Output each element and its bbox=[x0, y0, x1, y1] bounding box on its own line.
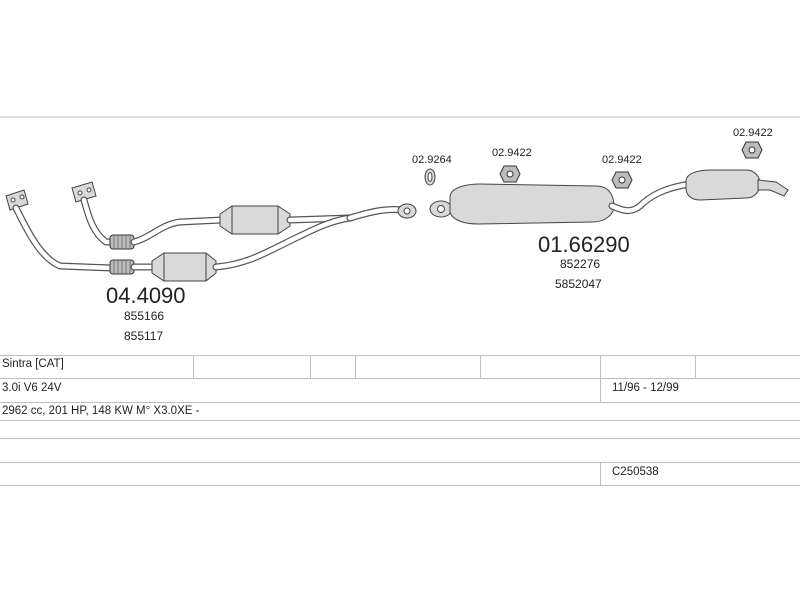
gasket-02-9264[interactable] bbox=[424, 168, 436, 186]
front-pipe-assembly[interactable] bbox=[5, 181, 417, 282]
rear-muffler bbox=[685, 169, 761, 201]
rear-section-oe-number-1: 852276 bbox=[560, 257, 600, 271]
catalytic-converter-upper bbox=[219, 205, 291, 235]
hanger-02-9422-b[interactable] bbox=[611, 171, 633, 189]
kit-code: C250538 bbox=[612, 466, 659, 478]
front-outlet-flange bbox=[397, 203, 417, 219]
rear-section-assembly[interactable] bbox=[429, 169, 789, 225]
hanger-02-9422-a[interactable] bbox=[499, 165, 521, 183]
rear-section-part-number: 01.66290 bbox=[538, 232, 630, 257]
manifold-flange-left bbox=[5, 189, 29, 211]
vehicle-engine: 3.0i V6 24V bbox=[2, 382, 62, 394]
engine-spec: 2962 cc, 201 HP, 148 KW M° X3.0XE - bbox=[2, 405, 200, 417]
accessory-code-hanger-a: 02.9422 bbox=[492, 147, 532, 159]
accessory-code-hanger-c: 02.9422 bbox=[733, 127, 773, 139]
flex-joint-upper bbox=[109, 234, 135, 250]
hanger-02-9422-c[interactable] bbox=[741, 141, 763, 159]
center-muffler bbox=[449, 183, 615, 225]
rear-section-oe-number-2: 5852047 bbox=[555, 277, 602, 291]
accessory-code-hanger-b: 02.9422 bbox=[602, 154, 642, 166]
production-period: 11/96 - 12/99 bbox=[612, 382, 679, 394]
flex-joint-lower bbox=[109, 259, 135, 275]
rear-inlet-flange bbox=[429, 200, 453, 218]
front-pipe-part-number: 04.4090 bbox=[106, 283, 186, 308]
vehicle-model: Sintra [CAT] bbox=[2, 358, 64, 370]
accessory-code-gasket: 02.9264 bbox=[412, 154, 452, 166]
catalytic-converter-lower bbox=[151, 252, 217, 282]
tailpipe bbox=[757, 179, 789, 197]
manifold-flange-right bbox=[71, 181, 97, 203]
front-pipe-oe-number-1: 855166 bbox=[124, 309, 164, 323]
front-pipe-oe-number-2: 855117 bbox=[124, 329, 163, 343]
